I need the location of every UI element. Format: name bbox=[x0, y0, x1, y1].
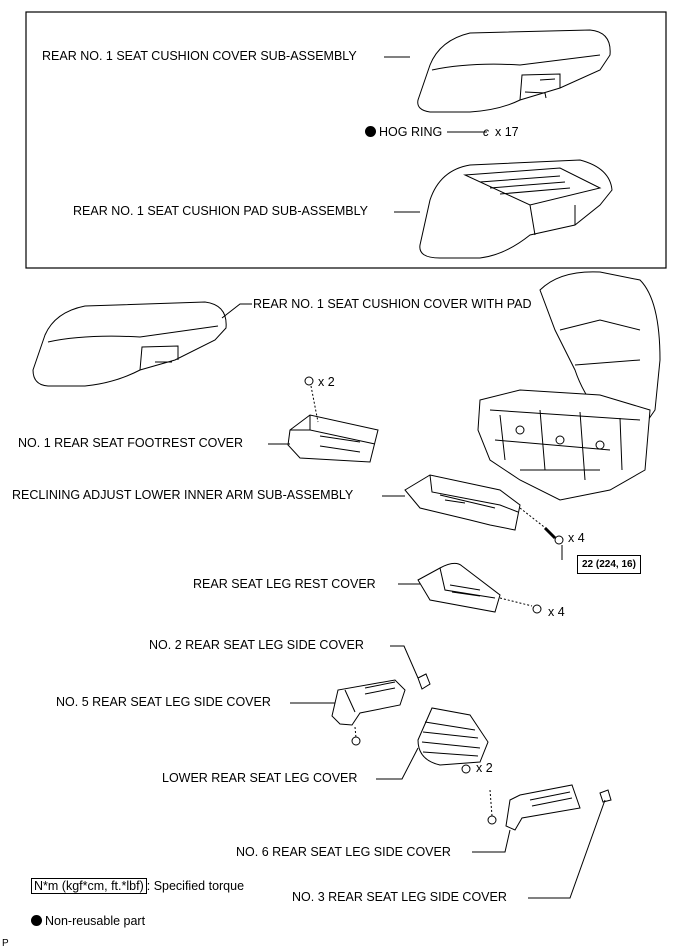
leg-side-cover-6-screw bbox=[487, 815, 497, 825]
non-reusable-legend-dot-icon bbox=[31, 915, 42, 926]
seat-frame-drawing bbox=[477, 271, 661, 501]
label-hog-ring: HOG RING bbox=[365, 125, 442, 140]
non-reusable-dot-icon bbox=[365, 126, 376, 137]
leg-side-cover-6-drawing bbox=[505, 784, 581, 831]
hog-ring-text: HOG RING bbox=[379, 125, 443, 139]
label-cushion-cover-with-pad: REAR NO. 1 SEAT CUSHION COVER WITH PAD bbox=[253, 297, 532, 311]
label-arm-bolt-qty: x 4 bbox=[568, 531, 585, 545]
hog-ring-glyph: c bbox=[483, 125, 489, 139]
legend-non-reusable: Non-reusable part bbox=[31, 914, 145, 929]
label-leg-rest-screw-qty: x 4 bbox=[548, 605, 565, 619]
legend-torque: N*m (kgf*cm, ft.*lbf): Specified torque bbox=[31, 878, 245, 894]
label-cushion-cover-sub: REAR NO. 1 SEAT CUSHION COVER SUB-ASSEMB… bbox=[42, 49, 357, 63]
label-leg-side-cover-6: NO. 6 REAR SEAT LEG SIDE COVER bbox=[236, 845, 451, 859]
leg-side-cover-3-drawing bbox=[599, 789, 612, 803]
cushion-cover-sub-drawing bbox=[417, 29, 611, 113]
label-footrest-cover: NO. 1 REAR SEAT FOOTREST COVER bbox=[18, 436, 244, 450]
label-footrest-screw-qty: x 2 bbox=[318, 375, 335, 389]
leg-rest-cover-drawing bbox=[417, 562, 501, 613]
label-leg-side-cover-3: NO. 3 REAR SEAT LEG SIDE COVER bbox=[292, 890, 507, 904]
label-lower-leg-screw-qty: x 2 bbox=[476, 761, 493, 775]
leg-side-cover-2-drawing bbox=[417, 673, 431, 690]
legend-torque-desc: : Specified torque bbox=[146, 879, 245, 893]
legend-torque-unit: N*m (kgf*cm, ft.*lbf) bbox=[31, 878, 147, 894]
sub-assembly-frame bbox=[25, 11, 667, 269]
leg-side-cover-5-drawing bbox=[331, 679, 406, 726]
lower-leg-cover-drawing bbox=[417, 707, 489, 766]
cushion-cover-with-pad-drawing bbox=[32, 301, 227, 387]
legend-non-reusable-text: Non-reusable part bbox=[45, 914, 146, 928]
label-leg-side-cover-5: NO. 5 REAR SEAT LEG SIDE COVER bbox=[56, 695, 271, 709]
label-cushion-pad-sub: REAR NO. 1 SEAT CUSHION PAD SUB-ASSEMBLY bbox=[73, 204, 368, 218]
footrest-screw bbox=[304, 376, 314, 386]
figure-code: P bbox=[2, 938, 9, 949]
arm-bolt bbox=[543, 526, 557, 540]
label-reclining-arm: RECLINING ADJUST LOWER INNER ARM SUB-ASS… bbox=[12, 488, 354, 502]
torque-value-box: 22 (224, 16) bbox=[577, 555, 641, 574]
leg-rest-screw-line bbox=[499, 597, 533, 607]
label-lower-leg-cover: LOWER REAR SEAT LEG COVER bbox=[162, 771, 358, 785]
cushion-pad-sub-drawing bbox=[419, 159, 613, 259]
label-hog-ring-qty: x 17 bbox=[495, 125, 519, 139]
leg-rest-screw bbox=[532, 604, 542, 614]
footrest-cover-drawing bbox=[287, 414, 379, 463]
label-leg-rest-cover: REAR SEAT LEG REST COVER bbox=[193, 577, 376, 591]
label-leg-side-cover-2: NO. 2 REAR SEAT LEG SIDE COVER bbox=[149, 638, 364, 652]
lower-leg-cover-screw bbox=[461, 764, 471, 774]
reclining-arm-drawing bbox=[404, 474, 521, 531]
leg-side-cover-5-screw bbox=[351, 736, 361, 746]
arm-bolt-line bbox=[519, 507, 549, 531]
